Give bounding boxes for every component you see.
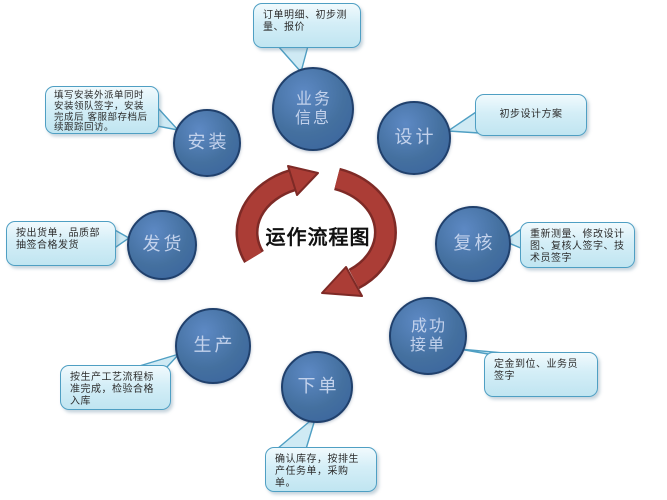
callout-production-text: 按生产工艺流程标准完成，检验合格入库: [70, 372, 154, 407]
cycle-arrow-bottom: [321, 167, 397, 297]
node-design-label: 设计: [394, 127, 437, 149]
node-place-order: 下单: [281, 351, 353, 423]
node-place-order-label: 下单: [297, 376, 340, 398]
callout-installation: 填写安装外派单同时安装领队签字，安装完成后 客服部存档后续跟踪回访。: [45, 86, 159, 134]
diagram-title: 运作流程图: [265, 225, 371, 249]
callout-place-order: 确认库存，按排生产任务单，采购单。: [265, 447, 377, 492]
callout-business-info: 订单明细、初步测量、报价: [253, 3, 361, 48]
node-business-info: 业务 信息: [272, 67, 354, 151]
tail-installation: [156, 106, 179, 131]
callout-place-order-text: 确认库存，按排生产任务单，采购单。: [275, 454, 359, 489]
node-shipping-label: 发货: [142, 234, 185, 256]
callout-design-text: 初步设计方案: [499, 109, 563, 121]
callout-design: 初步设计方案: [475, 94, 587, 136]
node-review: 复核: [435, 206, 511, 282]
callout-production: 按生产工艺流程标准完成，检验合格入库: [60, 365, 171, 410]
node-installation-label: 安装: [187, 132, 230, 154]
callout-order-success: 定金到位、业务员签字: [484, 352, 598, 397]
callout-installation-text: 填写安装外派单同时安装领队签字，安装完成后 客服部存档后续跟踪回访。: [54, 90, 148, 134]
node-design: 设计: [377, 101, 451, 175]
cycle-arrow-top: [235, 165, 319, 263]
node-review-label: 复核: [453, 233, 496, 255]
callout-order-success-text: 定金到位、业务员签字: [494, 359, 578, 382]
callout-business-info-text: 订单明细、初步测量、报价: [263, 10, 347, 33]
callout-review-text: 重新测量、修改设计图、复核人签字、技术员签字: [530, 229, 625, 264]
node-installation: 安装: [173, 109, 241, 177]
callout-shipping: 按出货单，品质部抽签合格发货: [6, 221, 116, 266]
node-order-success-label: 成功 接单: [409, 316, 447, 354]
node-production-label: 生产: [193, 335, 236, 357]
cycle-arrows: [235, 165, 397, 297]
node-shipping: 发货: [127, 210, 197, 280]
node-business-info-label: 业务 信息: [294, 89, 332, 127]
node-order-success: 成功 接单: [389, 297, 467, 375]
callout-shipping-text: 按出货单，品质部抽签合格发货: [16, 228, 100, 251]
node-production: 生产: [175, 308, 251, 384]
callout-review: 重新测量、修改设计图、复核人签字、技术员签字: [520, 222, 635, 268]
